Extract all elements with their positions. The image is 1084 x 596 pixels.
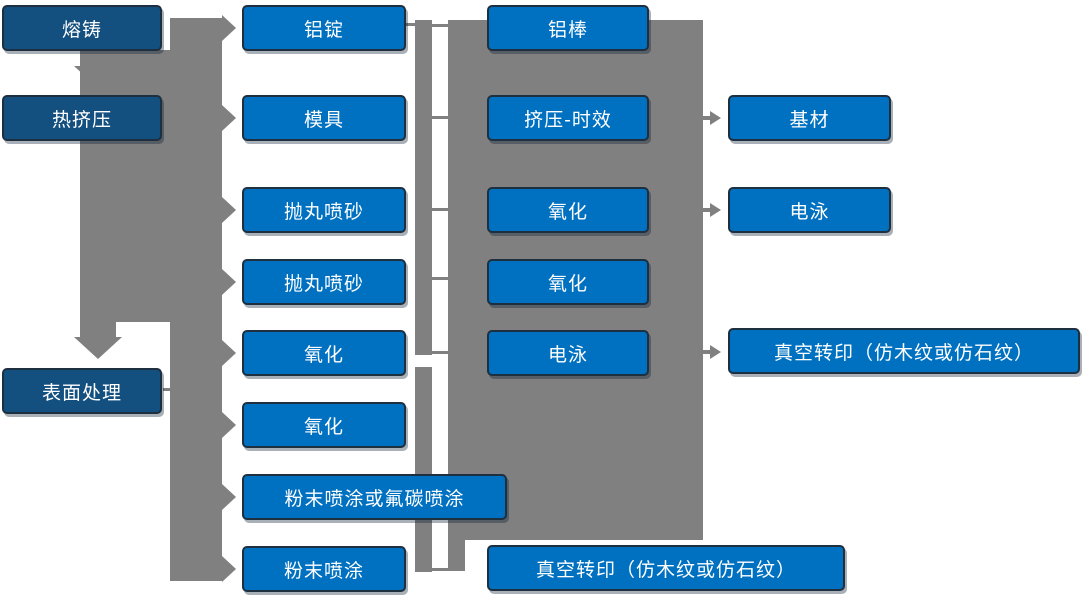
node-aluminum-ingot: 铝锭 [242,5,406,51]
connector-link-bottom [432,568,448,571]
node-electrophoresis-c4: 电泳 [728,187,891,233]
node-melting: 熔铸 [2,5,162,51]
node-oxidation-c3-2: 氧化 [487,259,649,305]
node-base-material: 基材 [728,95,891,141]
connector-shaft-surface [80,320,116,338]
node-shot-blasting-2: 抛丸喷砂 [242,259,406,305]
arrow-to-powder-coating [222,556,236,582]
node-hot-extrusion: 热挤压 [2,95,162,141]
connector-line-vacuum-transfer [701,350,710,354]
node-powder-or-fluorocarbon: 粉末喷涂或氟碳喷涂 [242,474,507,520]
connector-link-row5 [432,351,448,354]
connector-surface-stub [163,388,173,391]
arrow-to-aluminum-ingot [222,15,236,41]
arrow-to-base-material [710,111,721,125]
node-mold: 模具 [242,95,406,141]
connector-ingot-stub [406,23,415,26]
arrow-down-to-surface-treatment [74,337,122,359]
arrow-to-powder-fluorocarbon [222,484,236,510]
arrow-to-electrophoresis [710,203,721,217]
connector-bar-lower [415,367,432,572]
connector-block-extension [448,540,465,571]
arrow-to-vacuum-transfer [710,345,721,359]
arrow-to-oxidation-2 [222,412,236,438]
connector-mass-left [80,50,172,322]
node-oxidation-c2-2: 氧化 [242,402,406,448]
connector-link-row3 [432,208,448,211]
arrow-to-mold [222,105,236,131]
connector-band-col2 [170,18,222,581]
arrow-down-to-hot-extrusion [74,66,122,88]
node-shot-blasting-1: 抛丸喷砂 [242,187,406,233]
connector-link-row2 [432,116,448,119]
connector-bar-upper [415,20,432,355]
node-vacuum-transfer-c3: 真空转印（仿木纹或仿石纹） [487,545,845,591]
node-aluminum-rod: 铝棒 [487,5,649,51]
node-oxidation-c2-1: 氧化 [242,330,406,376]
connector-line-base-material [701,116,710,120]
node-electrophoresis-c3: 电泳 [487,330,649,376]
connector-link-row1 [432,24,448,27]
node-oxidation-c3-1: 氧化 [487,187,649,233]
node-vacuum-transfer-c4: 真空转印（仿木纹或仿石纹） [728,328,1080,374]
arrow-to-shot-blasting-1 [222,197,236,223]
arrow-to-oxidation-1 [222,340,236,366]
connector-link-row4 [432,277,448,280]
node-powder-coating: 粉末喷涂 [242,546,406,592]
node-extrusion-aging: 挤压-时效 [487,95,649,141]
node-surface-treatment: 表面处理 [2,368,162,414]
arrow-to-shot-blasting-2 [222,269,236,295]
connector-line-electrophoresis [701,208,710,212]
